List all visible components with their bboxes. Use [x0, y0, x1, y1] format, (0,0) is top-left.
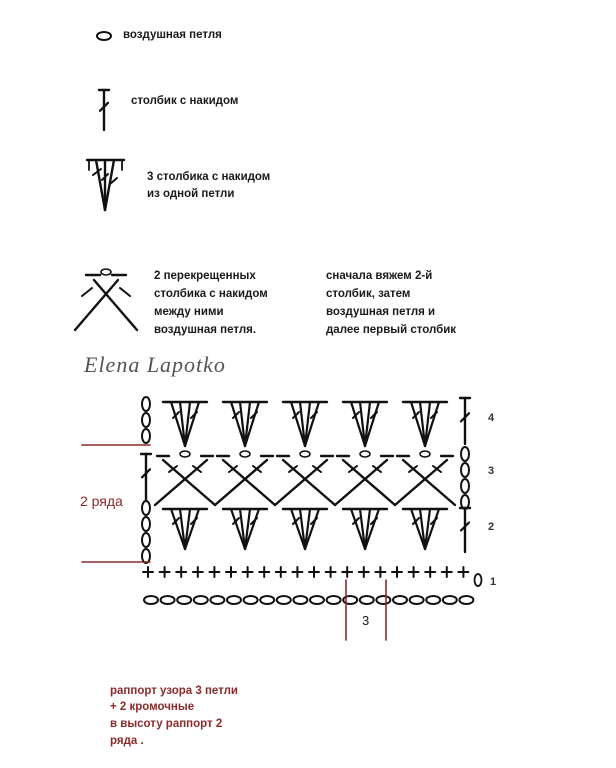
legend-cross-line1: 2 перекрещенных [154, 270, 256, 282]
row-number-1: 1 [490, 576, 497, 588]
double-crochet-icon [97, 88, 111, 132]
legend-cross-line4: воздушная петля. [154, 324, 257, 336]
legend-cross-line2: столбика с накидом [154, 288, 268, 300]
rows-label: 2 ряда [80, 493, 123, 509]
row3-crossed-dc [153, 450, 457, 507]
chain-stitch-icon [96, 31, 112, 41]
legend-dc3-line1: 3 столбика с накидом [147, 171, 271, 183]
footer-line2: + 2 кромочные [110, 701, 195, 713]
note-line1: сначала вяжем 2-й [326, 270, 433, 282]
footer-line1: раппорт узора 3 петли [110, 685, 238, 697]
row-number-4: 4 [488, 412, 495, 424]
legend-chain-label: воздушная петля [123, 29, 222, 41]
row-number-2: 2 [488, 521, 495, 533]
note-line4: далее первый столбик [326, 324, 457, 336]
crossed-dc-icon [73, 268, 139, 332]
legend-cross-line3: между ними [154, 306, 224, 318]
repeat-label: 3 [362, 613, 370, 628]
row-guide-lines [81, 444, 387, 641]
row4-dc-fans [161, 400, 449, 448]
legend-dc3-line2: из одной петли [147, 188, 235, 200]
row2-dc-fans [161, 507, 449, 551]
note-line2: столбик, затем [326, 288, 411, 300]
three-dc-fan-icon [85, 158, 126, 212]
note-line3: воздушная петля и [326, 306, 436, 318]
row-number-3: 3 [488, 465, 495, 477]
author-signature: Elena Lapotko [84, 352, 226, 377]
foundation-chain [143, 595, 475, 605]
row1-single-crochet [142, 566, 483, 587]
legend-dc-label: столбик с накидом [131, 95, 239, 107]
edge-stitches-left [139, 396, 153, 564]
footer-line3: в высоту раппорт 2 [110, 718, 223, 730]
footer-line4: ряда . [110, 735, 144, 747]
edge-stitches-right [458, 396, 472, 554]
